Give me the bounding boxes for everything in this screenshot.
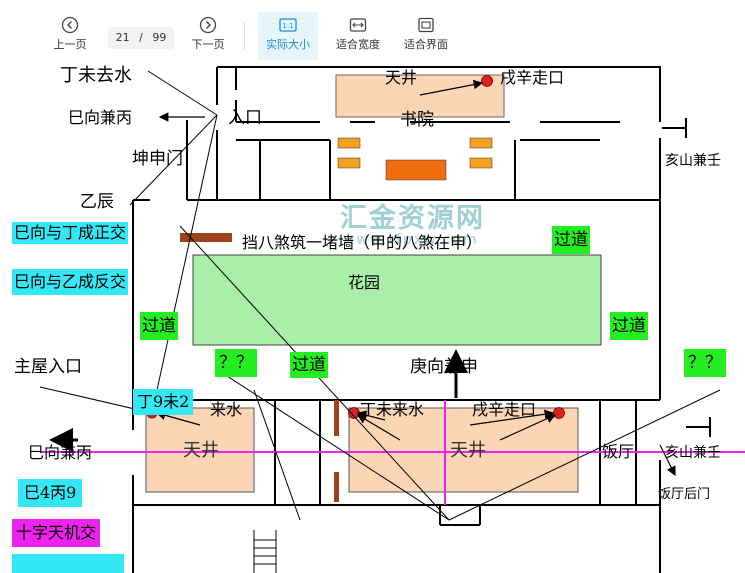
label-entrance: 入口 xyxy=(228,108,262,128)
next-page-button[interactable]: 下一页 xyxy=(188,12,228,60)
chevron-right-circle-icon xyxy=(199,16,217,34)
cut-off-label-box xyxy=(12,554,124,573)
svg-text:1:1: 1:1 xyxy=(282,22,293,30)
label-tian-jing-left: 天井 xyxy=(183,440,219,461)
label-ding-wei-qu-shui: 丁未去水 xyxy=(60,65,132,86)
label-wall-note: 挡八煞筑一堵墙（甲的八煞在申） xyxy=(242,233,483,252)
label-zhu-wu-ru-kou: 主屋入口 xyxy=(14,357,82,377)
watermark-url: www.tfpxw.com xyxy=(343,232,479,248)
label-ding-wei-box: 丁9未2 xyxy=(133,389,194,415)
wall-bar xyxy=(180,233,232,242)
label-guo-dao-left: 过道 xyxy=(140,312,178,340)
actual-size-button[interactable]: 1:1 实际大小 xyxy=(258,12,318,60)
chevron-left-circle-icon xyxy=(61,16,79,34)
fit-page-icon xyxy=(418,17,434,33)
label-shi-zi-tian-ji-jiao: 十字天机交 xyxy=(12,519,101,547)
label-xu-xin-zou-kou-mid: 戌辛走口 xyxy=(472,400,537,419)
prev-page-label: 上一页 xyxy=(53,38,87,51)
document-page: 汇金资源网 www.tfpxw.com 丁未去水 天井 戌辛走口 巳向兼丙 入口… xyxy=(0,64,745,573)
label-hua-yuan: 花园 xyxy=(348,273,381,292)
next-page-label: 下一页 xyxy=(191,38,225,51)
floor-plan-drawing xyxy=(39,66,745,573)
label-xu-xin-zou-kou-top: 戌辛走口 xyxy=(500,68,565,87)
label-si-ding-zheng-jiao: 巳向与丁成正交 xyxy=(12,222,129,244)
label-guo-dao-right: 过道 xyxy=(610,312,648,340)
actual-size-icon: 1:1 xyxy=(279,18,297,32)
current-page-input[interactable]: 21 xyxy=(115,31,130,44)
toolbar-divider xyxy=(244,22,245,50)
label-si-yi-fan-jiao: 巳向与乙成反交 xyxy=(12,269,129,295)
garden xyxy=(192,254,602,346)
label-hai-shan-jian-ren-bottom: 亥山兼壬 xyxy=(665,445,721,461)
label-lai-shui: 来水 xyxy=(210,400,243,419)
label-kun-shen-men: 坤申门 xyxy=(132,149,183,169)
label-shu-yuan: 书院 xyxy=(400,110,434,130)
label-qq-left: ？？ xyxy=(215,349,257,377)
label-si-xiang-jian-bing-top: 巳向兼丙 xyxy=(68,108,133,127)
fit-width-label: 适合宽度 xyxy=(336,38,380,51)
label-guo-dao-top-right: 过道 xyxy=(552,226,590,254)
prev-page-button[interactable]: 上一页 xyxy=(50,12,90,60)
total-pages: 99 xyxy=(152,31,167,44)
label-tian-jing-top: 天井 xyxy=(385,68,418,87)
label-ding-wei-lai-shui: 丁未来水 xyxy=(360,400,425,419)
actual-size-label: 实际大小 xyxy=(266,38,310,51)
label-guo-dao-bottom: 过道 xyxy=(290,352,328,378)
label-fan-ting: 饭厅 xyxy=(602,442,635,461)
label-yi-chen: 乙辰 xyxy=(80,192,114,212)
fit-page-label: 适合界面 xyxy=(404,38,448,51)
fit-width-icon xyxy=(349,18,367,32)
building-walls xyxy=(132,66,661,573)
label-qq-right: ？？ xyxy=(684,349,726,377)
watermark-title: 汇金资源网 xyxy=(340,203,485,234)
label-fan-ting-hou-men: 饭厅后门 xyxy=(658,487,711,502)
stairs xyxy=(253,530,277,573)
courtyard-left xyxy=(145,407,255,493)
label-tian-jing-mid: 天井 xyxy=(450,440,486,461)
viewer-toolbar: 上一页 21 / 99 下一页 1:1 实际大小 适合宽度 适合界面 xyxy=(0,0,745,64)
label-si-bing-numbers: 巳4丙9 xyxy=(18,479,83,507)
label-hai-shan-jian-ren-top: 亥山兼壬 xyxy=(665,153,721,169)
page-indicator: 21 / 99 xyxy=(108,27,174,49)
label-geng-xiang-jian-shen: 庚向兼申 xyxy=(410,357,478,377)
label-si-xiang-jian-bing-bottom: 巳向兼丙 xyxy=(28,443,93,462)
fit-width-button[interactable]: 适合宽度 xyxy=(330,12,386,60)
fit-page-button[interactable]: 适合界面 xyxy=(398,12,454,60)
page-separator: / xyxy=(139,31,143,44)
